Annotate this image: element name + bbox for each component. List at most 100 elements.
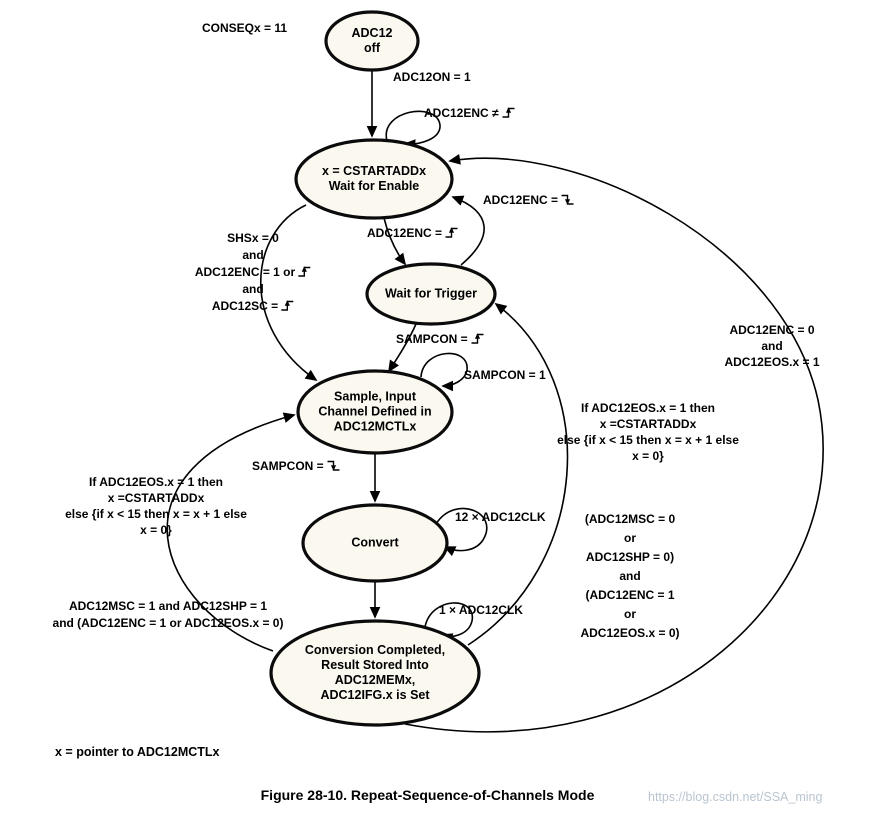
watermark-text: https://blog.csdn.net/SSA_ming — [648, 790, 823, 804]
state-line: Wait for Trigger — [385, 286, 477, 301]
label-line: or — [623, 531, 636, 545]
label-1-adc12clk: 1 × ADC12CLK — [439, 602, 523, 618]
figure-caption: Figure 28-10. Repeat-Sequence-of-Channel… — [0, 787, 855, 803]
label-sampcon-high: SAMPCON = 1 — [464, 367, 546, 383]
rising-edge-icon — [298, 265, 311, 278]
state-ellipse-convert — [301, 503, 449, 583]
label-sequence-condition-right: If ADC12EOS.x = 1 then x =CSTARTADDx els… — [557, 400, 739, 464]
label-line: x = 0} — [632, 449, 664, 463]
label-text: ADC12ENC = — [483, 193, 559, 207]
state-ellipse-conversion-completed — [269, 619, 481, 727]
label-line: ADC12ENC = 0 — [729, 323, 815, 337]
state-line: Wait for Enable — [328, 179, 420, 193]
edge-trigger-to-sample — [388, 323, 417, 373]
label-line: ADC12EOS.x = 1 — [724, 355, 820, 369]
label-enc-not-rising: ADC12ENC ≠ — [424, 105, 515, 121]
state-ellipse-wait-for-enable — [294, 138, 454, 220]
label-line: else {if x < 15 then x = x + 1 else — [557, 433, 739, 447]
label-line: (ADC12MSC = 0 — [584, 512, 676, 526]
label-enc-falling: ADC12ENC = — [483, 192, 574, 208]
state-line: Channel Defined in — [318, 404, 432, 419]
rising-edge-icon — [502, 106, 515, 119]
label-line: and — [761, 339, 783, 353]
state-ellipse-sample — [296, 369, 454, 455]
label-conseq: CONSEQx = 11 — [202, 20, 287, 36]
label-line: and — [242, 282, 264, 296]
state-wait-for-trigger: Wait for Trigger — [385, 287, 477, 302]
state-line: ADC12IFG.x is Set — [320, 688, 430, 702]
label-line: and — [619, 569, 641, 583]
label-text: ADC12ENC ≠ — [424, 106, 499, 120]
edge-wait-enable-to-sample-left — [259, 204, 318, 382]
state-line: Sample, Input — [334, 389, 416, 404]
state-line: Convert — [351, 535, 399, 550]
figure-footnote: x = pointer to ADC12MCTLx — [55, 745, 219, 759]
label-text: 1 × ADC12CLK — [439, 603, 523, 617]
state-convert: Convert — [351, 536, 398, 551]
label-text: ADC12ON = 1 — [393, 70, 471, 84]
edge-wait-enable-self-loop — [385, 110, 441, 151]
label-line: If ADC12EOS.x = 1 then — [89, 475, 223, 489]
label-line: x =CSTARTADDx — [107, 491, 205, 505]
label-enc0-condition: ADC12ENC = 0 and ADC12EOS.x = 1 — [724, 322, 819, 370]
edge-done-self-loop — [424, 602, 473, 644]
state-sample: Sample, Input Channel Defined in ADC12MC… — [318, 390, 431, 435]
watermark: https://blog.csdn.net/SSA_ming — [648, 790, 822, 804]
label-line: ADC12MSC = 1 and ADC12SHP = 1 — [68, 599, 268, 613]
edge-done-to-sample-left — [166, 412, 296, 652]
label-enc-rising: ADC12ENC = — [367, 225, 458, 241]
state-line: x = CSTARTADDx — [321, 164, 427, 178]
label-repeat-condition-right: (ADC12MSC = 0 or ADC12SHP = 0) and (ADC1… — [580, 510, 679, 643]
edge-done-to-wait-enable-far-right — [404, 154, 824, 733]
label-line: If ADC12EOS.x = 1 then — [581, 401, 715, 415]
label-line: ADC12SC = — [195, 298, 311, 315]
state-conversion-completed: Conversion Completed, Result Stored Into… — [305, 643, 445, 703]
label-line: SHSx = 0 — [227, 231, 279, 245]
footnote-text: x = pointer to ADC12MCTLx — [55, 745, 220, 759]
edge-wait-enable-to-trigger — [383, 217, 407, 266]
label-line: ADC12ENC = 1 or — [195, 264, 311, 281]
rising-edge-icon — [281, 299, 294, 312]
label-line: or — [623, 607, 636, 621]
rising-edge-icon — [471, 332, 484, 345]
label-msc-condition: ADC12MSC = 1 and ADC12SHP = 1 and (ADC12… — [53, 598, 284, 632]
state-ellipse-wait-for-trigger — [365, 262, 497, 326]
state-line: ADC12MEMx, — [334, 673, 416, 687]
state-line: ADC12MCTLx — [333, 419, 417, 434]
state-line: ADC12 — [351, 26, 393, 40]
label-sampcon-falling: SAMPCON = — [252, 458, 340, 474]
label-text: SAMPCON = 1 — [464, 368, 546, 382]
rising-edge-icon — [445, 226, 458, 239]
label-text: SAMPCON = — [396, 332, 468, 346]
falling-edge-icon — [327, 459, 340, 472]
label-adc12on: ADC12ON = 1 — [393, 69, 471, 85]
edge-sample-self-loop — [420, 352, 468, 392]
label-line: (ADC12ENC = 1 — [585, 588, 675, 602]
edge-done-to-trigger-right — [467, 302, 569, 646]
falling-edge-icon — [561, 193, 574, 206]
state-ellipse-adc12-off — [324, 10, 420, 72]
edge-trigger-to-wait-enable — [451, 195, 485, 266]
label-line: x = 0} — [140, 523, 172, 537]
label-text: SAMPCON = — [252, 459, 324, 473]
label-line: and — [242, 248, 264, 262]
state-line: Result Stored Into — [321, 658, 429, 672]
label-text: ADC12ENC = — [367, 226, 443, 240]
label-line: and (ADC12ENC = 1 or ADC12EOS.x = 0) — [52, 616, 284, 630]
label-sampcon-rising: SAMPCON = — [396, 331, 484, 347]
label-line: ADC12EOS.x = 0) — [580, 626, 680, 640]
edge-convert-self-loop — [435, 507, 488, 557]
label-sequence-condition-left: If ADC12EOS.x = 1 then x =CSTARTADDx els… — [65, 474, 247, 538]
state-line: off — [364, 41, 380, 55]
caption-text: Figure 28-10. Repeat-Sequence-of-Channel… — [260, 787, 595, 803]
label-text: 12 × ADC12CLK — [455, 510, 546, 524]
state-wait-for-enable: x = CSTARTADDx Wait for Enable — [322, 164, 426, 194]
state-line: Conversion Completed, — [304, 643, 446, 657]
label-line: x =CSTARTADDx — [599, 417, 697, 431]
label-shs-condition: SHSx = 0 and ADC12ENC = 1 or and ADC12SC… — [195, 230, 311, 315]
label-line: ADC12SHP = 0) — [585, 550, 675, 564]
state-adc12-off: ADC12 off — [352, 26, 393, 56]
label-line: else {if x < 15 then x = x + 1 else — [65, 507, 247, 521]
